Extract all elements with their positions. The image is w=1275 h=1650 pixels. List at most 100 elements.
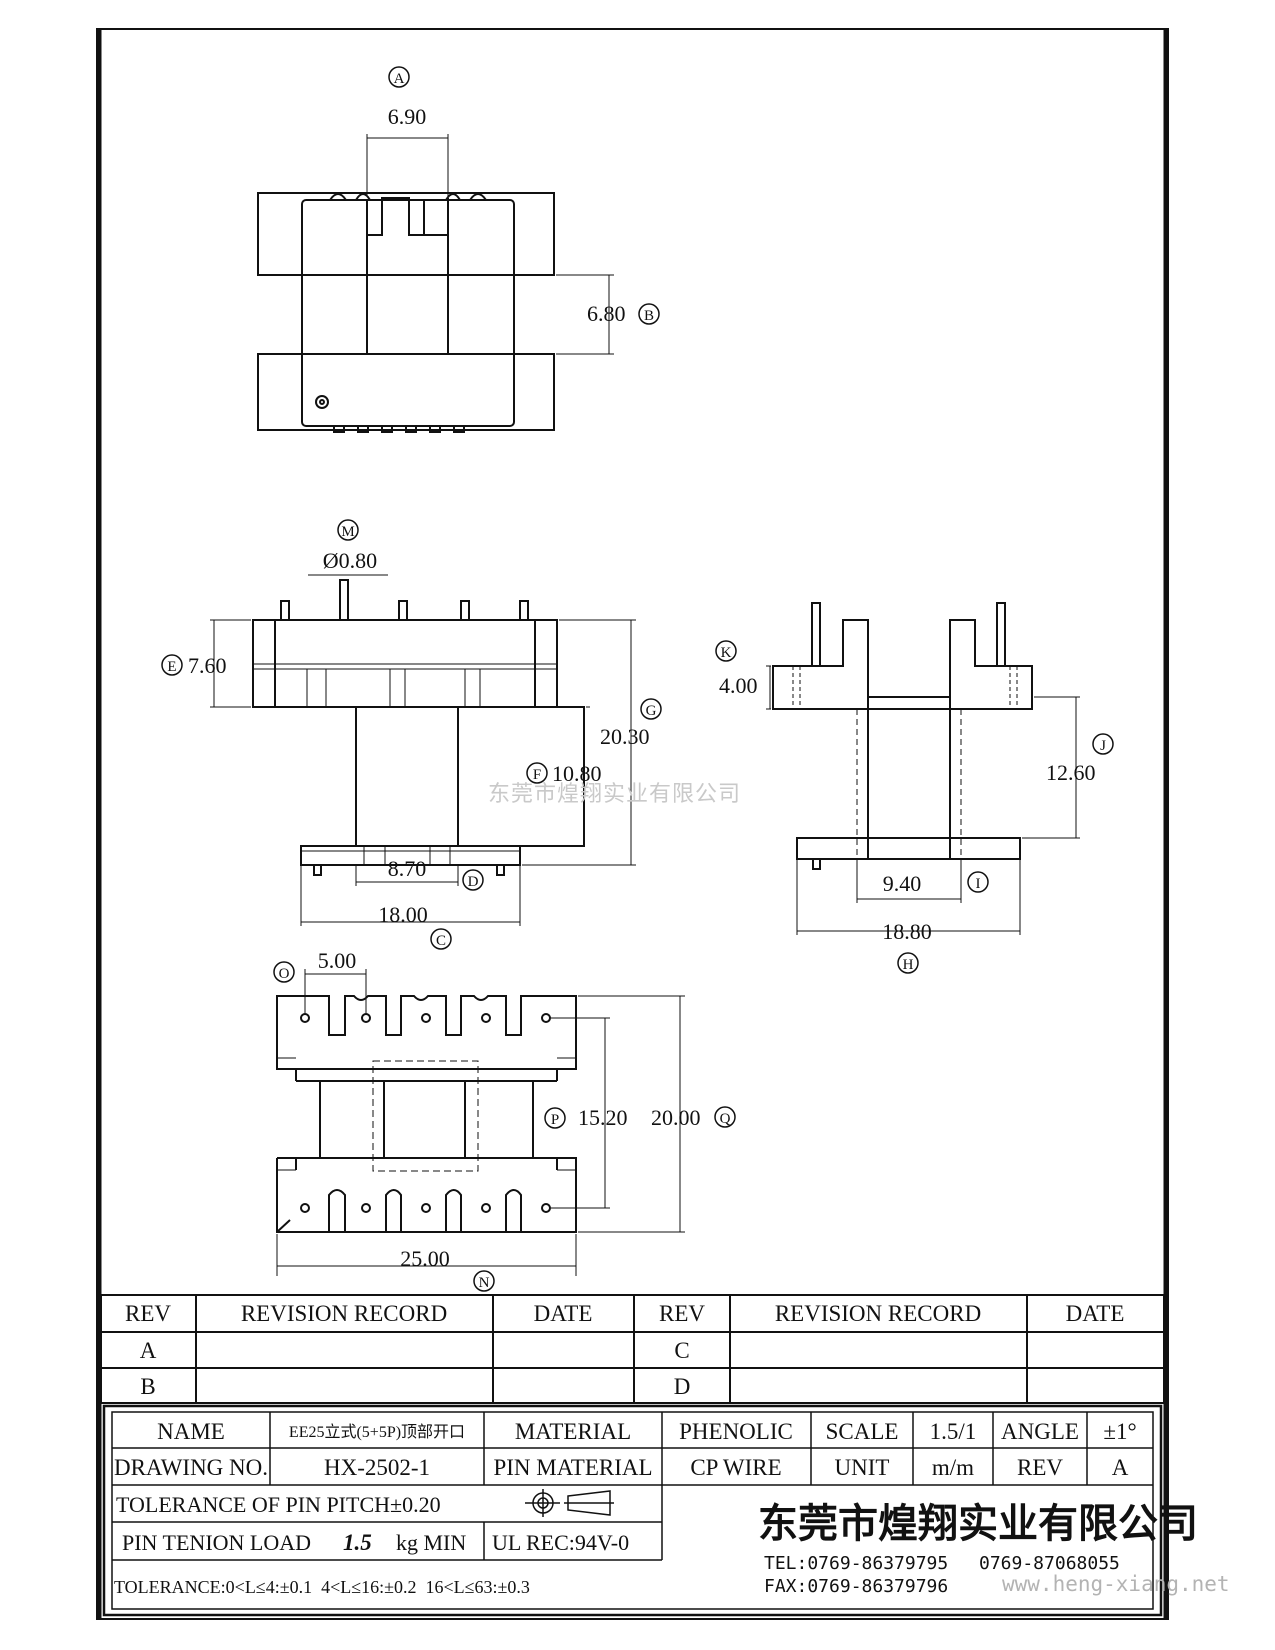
telephone-2: 0769-87068055 [979, 1553, 1120, 1574]
rev-value: A [1112, 1455, 1129, 1480]
dim-value-k: 4.00 [719, 673, 758, 698]
material-value: PHENOLIC [679, 1419, 793, 1444]
title-block-text: NAME EE25立式(5+5P)顶部开口 MATERIAL PHENOLIC … [114, 1419, 1198, 1597]
revision-record-header: REVISION RECORD [241, 1301, 447, 1326]
dim-letter-j: J [1100, 738, 1106, 754]
dim-letter-bubble [161, 654, 183, 676]
dim-value-n: 25.00 [400, 1246, 450, 1271]
dim-letter-d: D [468, 874, 479, 890]
pin-load-suffix: kg MIN [396, 1530, 466, 1555]
dim-value-f: 10.80 [552, 761, 602, 786]
date-header: DATE [1066, 1301, 1125, 1326]
unit-value: m/m [932, 1455, 974, 1480]
dim-letter-o: O [279, 966, 290, 982]
angle-value: ±1° [1103, 1419, 1136, 1444]
revision-record-header: REVISION RECORD [775, 1301, 981, 1326]
dim-letter-bubble [544, 1107, 566, 1129]
dim-letter-q: Q [720, 1111, 731, 1127]
dim-value-d: 8.70 [388, 856, 427, 881]
pin-material-value: CP WIRE [690, 1455, 781, 1480]
telephone: TEL:0769-86379795 [764, 1553, 948, 1574]
dim-letter-bubble [337, 519, 359, 541]
dim-letter-bubble [462, 869, 484, 891]
unit-label: UNIT [835, 1455, 890, 1480]
dim-letter-bubble [714, 1106, 736, 1128]
top-view-labels: A 6.90 6.80 B [388, 66, 660, 326]
angle-label: ANGLE [1001, 1419, 1079, 1444]
projection-symbol-icon [525, 1489, 614, 1517]
drawing-no-label: DRAWING NO. [114, 1455, 268, 1480]
dim-letter-bubble [967, 871, 989, 893]
dim-letter-h: H [903, 957, 914, 973]
rev-row-c: C [674, 1338, 689, 1363]
dim-letter-bubble [473, 1270, 495, 1292]
pin-load-value: 1.5 [343, 1530, 372, 1555]
scale-label: SCALE [826, 1419, 899, 1444]
top-view [257, 134, 614, 433]
dim-value-p: 15.20 [578, 1105, 628, 1130]
dim-letter-p: P [551, 1112, 559, 1128]
rev-header: REV [659, 1301, 705, 1326]
dim-letter-c: C [436, 933, 446, 949]
dim-letter-n: N [479, 1275, 490, 1291]
rev-row-d: D [674, 1374, 691, 1399]
rev-row-b: B [140, 1374, 155, 1399]
dim-value-o: 5.00 [318, 948, 357, 973]
pin-material-label: PIN MATERIAL [493, 1455, 652, 1480]
company-name: 东莞市煌翔实业有限公司 [758, 1501, 1198, 1547]
dim-letter-bubble [526, 762, 548, 784]
dim-letter-bubble [715, 640, 737, 662]
dim-value-a: 6.90 [388, 104, 427, 129]
dim-letter-bubble [638, 303, 660, 325]
dim-letter-bubble [430, 928, 452, 950]
ul-rec: UL REC:94V-0 [492, 1530, 629, 1555]
dim-value-g: 20.30 [600, 724, 650, 749]
watermark: 东莞市煌翔实业有限公司 [488, 782, 742, 807]
fax: FAX:0769-86379796 [764, 1576, 948, 1597]
scale-value: 1.5/1 [930, 1419, 977, 1444]
dim-value-h: 18.80 [882, 919, 932, 944]
title-block [102, 1404, 1163, 1617]
material-label: MATERIAL [515, 1419, 631, 1444]
revision-table [100, 1294, 1165, 1404]
dim-value-b: 6.80 [587, 301, 626, 326]
dim-letter-i: I [976, 876, 981, 892]
date-header: DATE [534, 1301, 593, 1326]
pin-load-prefix: PIN TENION LOAD [122, 1530, 311, 1555]
dim-letter-e: E [167, 659, 176, 675]
bottom-view-labels: O 5.00 P 15.20 20.00 Q 25.00 N [273, 948, 736, 1292]
dim-letter-k: K [721, 645, 732, 661]
dim-letter-a: A [394, 71, 405, 87]
tolerance-pitch: TOLERANCE OF PIN PITCH±0.20 [116, 1492, 441, 1517]
dim-value-c: 18.00 [378, 902, 428, 927]
site-url: www.heng-xiang.net [1002, 1572, 1230, 1596]
revision-table-text: REV REVISION RECORD DATE REV REVISION RE… [125, 1301, 1124, 1399]
rev-label: REV [1017, 1455, 1063, 1480]
bottom-view [276, 969, 685, 1276]
side-view [766, 602, 1080, 935]
dim-letter-bubble [273, 961, 295, 983]
dim-letter-bubble [897, 952, 919, 974]
name-label: NAME [157, 1419, 225, 1444]
dim-value-q: 20.00 [651, 1105, 701, 1130]
dim-letter-b: B [644, 308, 654, 324]
side-view-labels: K 4.00 J 12.60 9.40 I 18.80 H [715, 640, 1114, 974]
dim-letter-f: F [533, 767, 541, 783]
dim-value-j: 12.60 [1046, 760, 1096, 785]
rev-row-a: A [140, 1338, 157, 1363]
dim-letter-m: M [341, 524, 354, 540]
front-view-labels: M Ø0.80 E 7.60 G 20.30 F 10.80 8.70 D 18… [161, 519, 662, 950]
dim-letter-bubble [1092, 733, 1114, 755]
dim-letter-g: G [646, 703, 657, 719]
rev-header: REV [125, 1301, 171, 1326]
dim-value-e: 7.60 [188, 653, 227, 678]
tolerance-general: TOLERANCE:0<L≤4:±0.1 4<L≤16:±0.2 16<L≤63… [114, 1577, 530, 1597]
dim-letter-bubble [388, 66, 410, 88]
name-value: EE25立式(5+5P)顶部开口 [289, 1423, 465, 1441]
dim-letter-bubble [640, 698, 662, 720]
drawing-no-value: HX-2502-1 [324, 1455, 430, 1480]
dim-value-m: Ø0.80 [323, 548, 377, 573]
front-view [210, 574, 636, 926]
dim-value-i: 9.40 [883, 871, 922, 896]
